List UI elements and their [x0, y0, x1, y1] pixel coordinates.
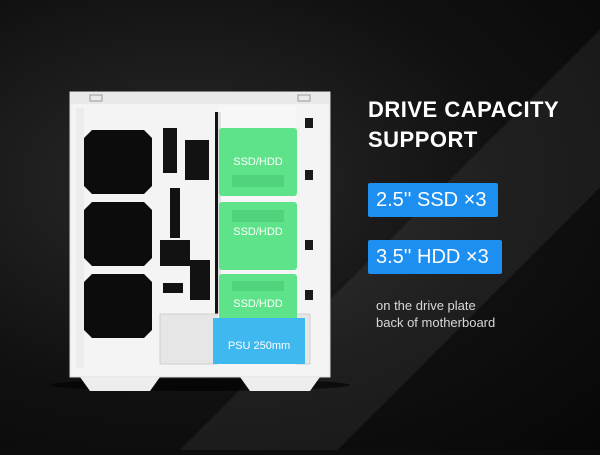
drive-slot-2: SSD/HDD — [219, 202, 297, 270]
drive-slot-3: SSD/HDD — [219, 274, 297, 326]
headline-line-1: DRIVE CAPACITY — [368, 97, 560, 122]
hdd-capacity-badge: 3.5'' HDD ×3 — [368, 240, 502, 274]
ssd-capacity-badge: 2.5'' SSD ×3 — [368, 183, 498, 217]
mounting-note: on the drive plate back of motherboard — [376, 297, 576, 331]
psu-label: PSU 250mm — [228, 340, 290, 352]
note-line-2: back of motherboard — [376, 315, 496, 330]
drive-slot-1: SSD/HDD — [219, 128, 297, 196]
psu-area: PSU 250mm — [213, 318, 305, 364]
drive-slot-label: SSD/HDD — [233, 226, 283, 238]
drive-slot-label: SSD/HDD — [233, 298, 283, 310]
headline: DRIVE CAPACITY SUPPORT — [368, 95, 588, 155]
fan-mount-cutouts — [84, 130, 152, 338]
note-line-1: on the drive plate — [376, 298, 476, 313]
drive-slot-label: SSD/HDD — [233, 156, 283, 168]
headline-line-2: SUPPORT — [368, 127, 478, 152]
